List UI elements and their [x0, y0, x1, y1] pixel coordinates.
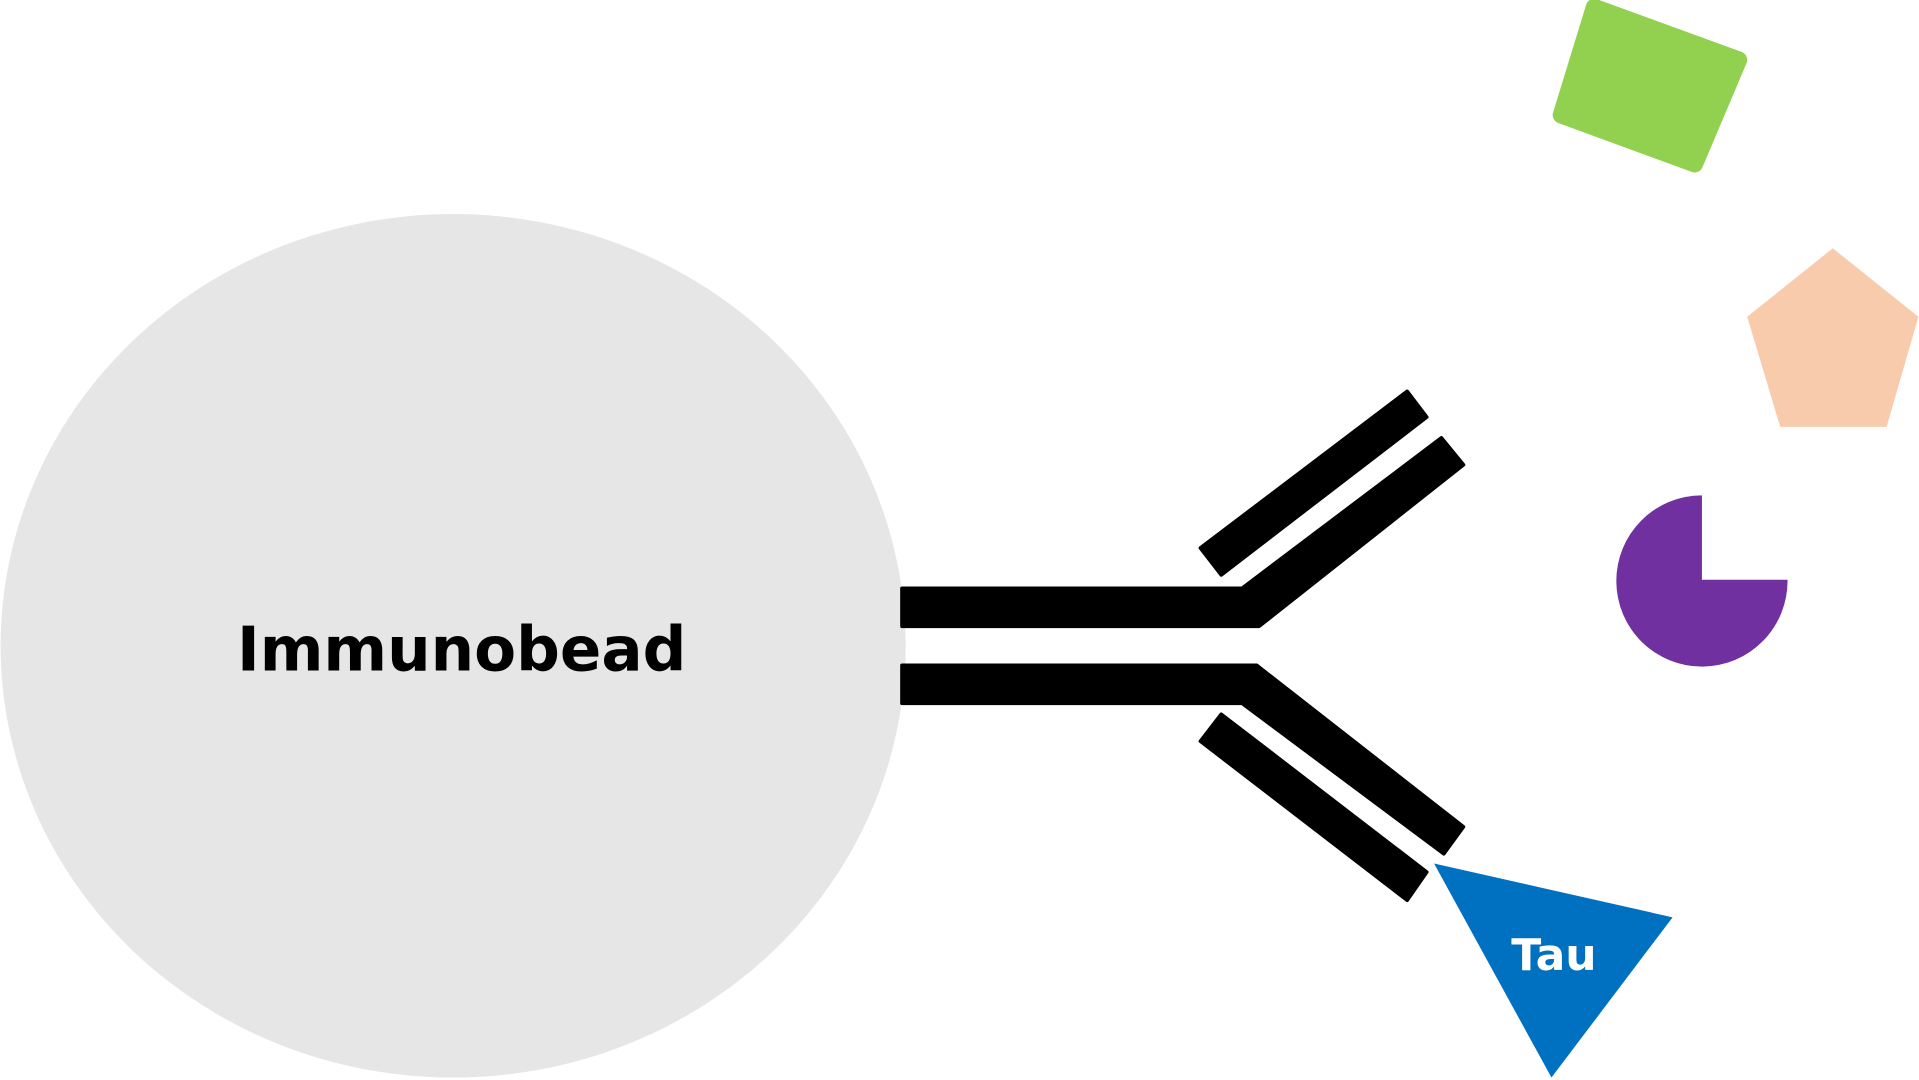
- pentagon-molecule: [1747, 248, 1919, 427]
- immunobead: Immunobead: [0, 214, 906, 1078]
- bead-label: Immunobead: [237, 614, 686, 685]
- green-molecule: [1552, 0, 1748, 173]
- pacman-molecule: [1616, 495, 1788, 667]
- tau-antigen: Tau: [1434, 863, 1673, 1078]
- antibody-light-chain-lower: [1198, 712, 1429, 903]
- antibody: [900, 389, 1466, 903]
- antibody-light-chain-upper: [1198, 389, 1429, 577]
- antibody-heavy-chain-lower: [900, 663, 1466, 856]
- bead-circle: [0, 214, 906, 1078]
- tau-triangle: [1434, 863, 1673, 1078]
- antibody-heavy-chain-upper: [900, 436, 1466, 629]
- tau-label: Tau: [1511, 930, 1596, 981]
